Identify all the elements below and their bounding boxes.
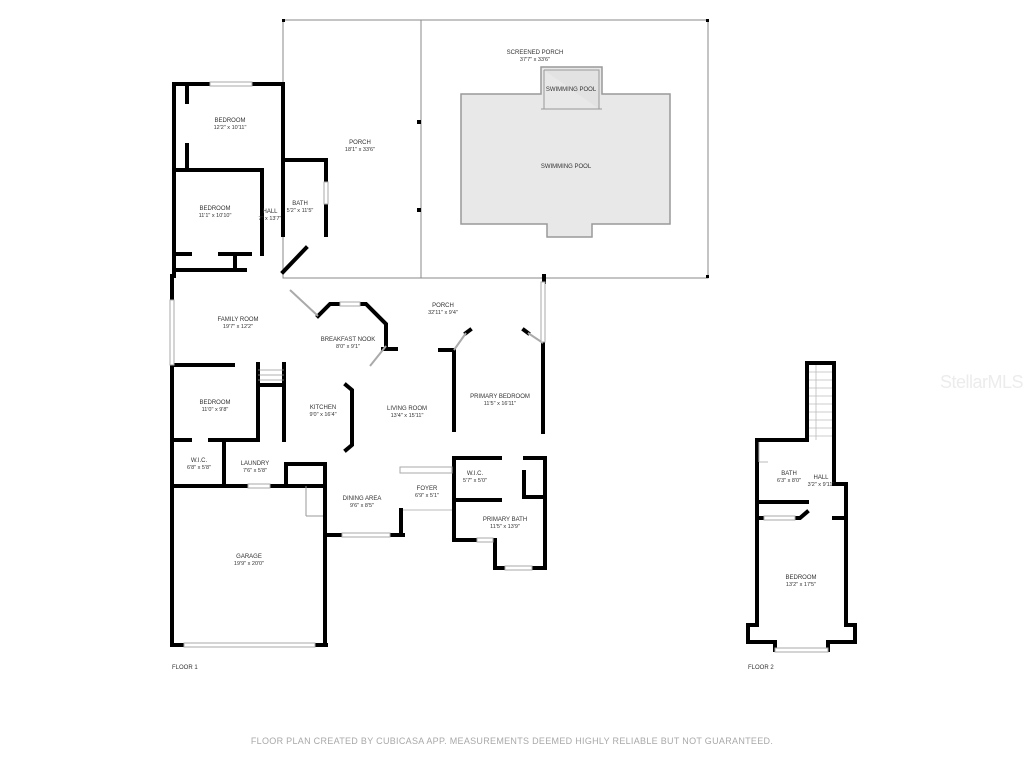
room-name-family-room: FAMILY ROOM — [217, 317, 258, 323]
room-dimensions: 9'6" x 8'5" — [350, 503, 374, 509]
room-name-dining-area: DINING AREA — [343, 496, 382, 502]
room-name-porch: PORCH — [432, 303, 454, 309]
room-name-breakfast-nook: BREAKFAST NOOK — [321, 337, 376, 343]
room-name-swimming-pool: SWIMMING POOL — [541, 164, 592, 170]
stellarmls-watermark: StellarMLS — [940, 372, 1024, 392]
room-name-porch: PORCH — [349, 140, 371, 146]
room-dimensions: 11'5" x 13'9" — [490, 524, 520, 530]
floor2-label: FLOOR 2 — [748, 665, 774, 671]
floor1-windows — [169, 81, 546, 648]
room-dimensions: 3'2" x 9'11" — [808, 482, 835, 488]
room-dimensions: 6'8" x 5'8" — [187, 465, 211, 471]
room-dimensions: 13'2" x 17'5" — [786, 582, 816, 588]
room-dimensions: 12'2" x 10'11" — [214, 125, 247, 131]
room-dimensions: 9'0" x 16'4" — [309, 412, 336, 418]
swimming-pool — [460, 66, 671, 238]
room-dimensions: 11'0" x 9'8" — [202, 407, 229, 413]
room-dimensions: 32'11" x 9'4" — [428, 310, 458, 316]
room-name-laundry: LAUNDRY — [241, 461, 270, 467]
room-dimensions: 6'3" x 8'0" — [777, 478, 801, 484]
room-name-bedroom: BEDROOM — [199, 400, 230, 406]
room-dimensions: 13'4" x 15'11" — [391, 413, 424, 419]
room-name-w-i-c-: W.I.C. — [191, 458, 208, 464]
room-name-living-room: LIVING ROOM — [387, 406, 427, 412]
room-name-hall: HALL — [262, 209, 278, 215]
room-dimensions: 7'6" x 5'8" — [243, 468, 267, 474]
room-dimensions: 18'1" x 33'6" — [345, 147, 375, 153]
room-name-kitchen: KITCHEN — [310, 405, 336, 411]
room-dimensions: 7" x 13'7" — [259, 216, 282, 222]
room-name-hall: HALL — [813, 475, 829, 481]
room-dimensions: 5'7" x 5'0" — [463, 478, 487, 484]
room-name-bedroom: BEDROOM — [214, 118, 245, 124]
room-dimensions: 11'1" x 10'10" — [199, 213, 232, 219]
room-name-garage: GARAGE — [236, 554, 262, 560]
floor1-label: FLOOR 1 — [172, 665, 198, 671]
room-dimensions: 19'9" x 20'0" — [234, 561, 264, 567]
room-name-foyer: FOYER — [417, 486, 438, 492]
room-dimensions: 8'0" x 9'1" — [336, 344, 360, 350]
room-name-bedroom: BEDROOM — [785, 575, 816, 581]
room-name-primary-bedroom: PRIMARY BEDROOM — [470, 394, 530, 400]
room-dimensions: 6'9" x 5'1" — [415, 493, 439, 499]
room-name-screened-porch: SCREENED PORCH — [507, 50, 564, 56]
room-name-bath: BATH — [781, 471, 797, 477]
room-name-bedroom: BEDROOM — [199, 206, 230, 212]
room-dimensions: 19'7" x 12'2" — [223, 324, 253, 330]
disclaimer-footer: FLOOR PLAN CREATED BY CUBICASA APP. MEAS… — [250, 736, 774, 746]
floor1-walls — [170, 82, 547, 647]
room-name-bath: BATH — [292, 201, 308, 207]
room-name-primary-bath: PRIMARY BATH — [483, 517, 527, 523]
room-name-w-i-c-: W.I.C. — [467, 471, 484, 477]
room-dimensions: 37'7" x 33'6" — [520, 57, 550, 63]
floor2-walls — [746, 361, 857, 653]
room-dimensions: 5'2" x 11'5" — [287, 208, 314, 214]
room-dimensions: 11'5" x 16'11" — [484, 401, 516, 407]
room-name-swimming-pool: SWIMMING POOL — [546, 87, 597, 93]
